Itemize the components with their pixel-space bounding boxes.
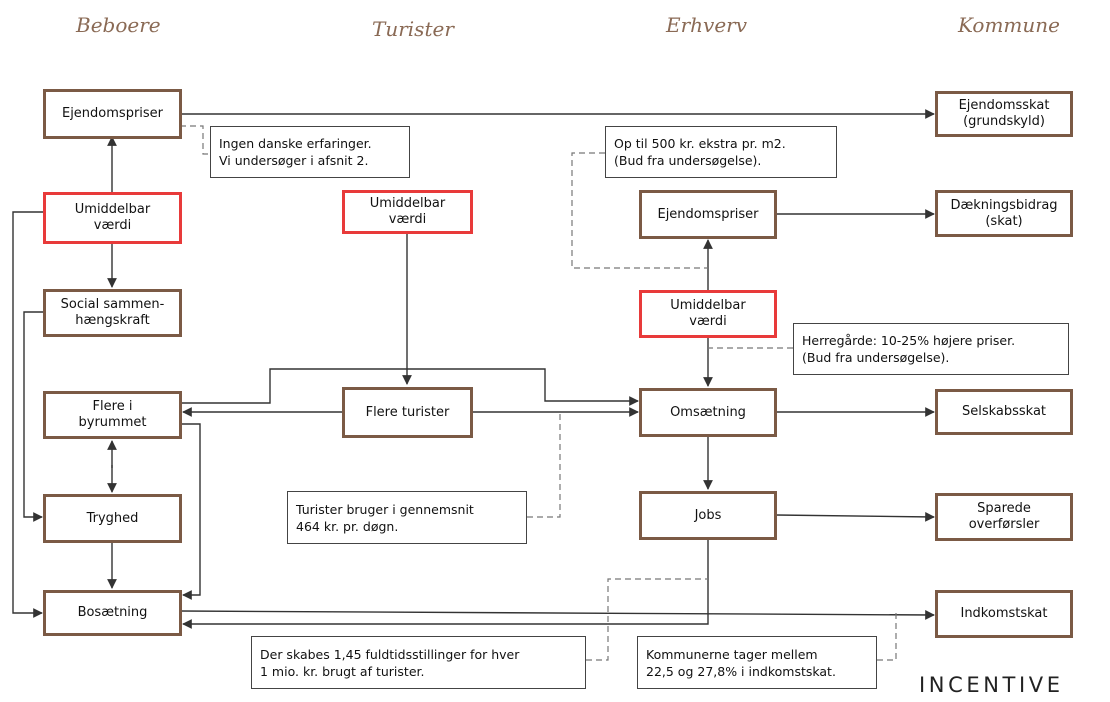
note-ingen-danske-line2: Vi undersøger i afsnit 2. [219,153,369,168]
arrow-byrummet-to-bosaetning [180,423,201,600]
note-kommunerne-line1: Kommunerne tager mellem [646,646,818,662]
box-flere-turister-label: Flere turister [365,404,450,420]
box-bosaetning-label: Bosætning [77,605,148,620]
header-erhverv: Erhverv [666,13,748,37]
leader-ingen-danske [180,125,210,155]
box-ejendomsskat-line1: Ejendomsskat [958,98,1050,113]
note-herregaarde: Herregårde: 10-25% højere priser. (Bud f… [793,323,1069,375]
box-ejendomsskat: Ejendomsskat (grundskyld) [935,91,1073,137]
box-indkomstskat: Indkomstskat [935,590,1073,638]
arrow-jobs-to-bosaetning [182,540,709,629]
box-umiddelbar-erhverv-line1: Umiddelbar [670,298,746,313]
note-herregaarde-line1: Herregårde: 10-25% højere priser. [802,333,1016,348]
note-kommunerne: Kommunerne tager mellem 22,5 og 27,8% i … [637,636,877,689]
header-kommune: Kommune [958,13,1060,37]
arrow-jobs-to-sparede [775,511,935,522]
box-ejendomsskat-line2: (grundskyld) [963,114,1045,129]
incentive-logo: INCENTIVE [919,673,1064,697]
box-sparede-line2: overførsler [968,517,1040,532]
box-flere-turister: Flere turister [342,387,473,438]
box-byrummet-line2: byrummet [78,415,147,430]
box-jobs-label: Jobs [694,507,722,523]
box-tryghed-label: Tryghed [86,510,139,526]
box-sparede-line1: Sparede [977,501,1031,516]
header-beboere: Beboere [76,13,161,37]
box-daekningsbidrag: Dækningsbidrag (skat) [935,190,1073,237]
box-omsaetning: Omsætning [639,388,777,437]
note-ingen-danske-line1: Ingen danske erfaringer. [219,136,372,151]
box-umiddelbar-turister-line1: Umiddelbar [369,196,446,211]
box-bosaetning: Bosætning [43,590,182,636]
leader-op-til-500 [571,152,708,269]
box-social-line1: Social sammen- [60,297,165,312]
box-umiddelbar-erhverv-line2: værdi [689,314,727,329]
note-op-til-500: Op til 500 kr. ekstra pr. m2. (Bud fra u… [605,126,837,178]
box-ejendomspriser-beboere-label: Ejendomspriser [61,106,164,121]
note-op-til-500-line1: Op til 500 kr. ekstra pr. m2. [614,136,786,151]
box-selskabsskat-label: Selskabsskat [961,404,1047,419]
box-omsaetning-label: Omsætning [670,404,746,420]
box-social-line2: hængskraft [75,313,150,328]
box-ejendomspriser-erhverv-label: Ejendomspriser [657,206,759,222]
box-umiddelbar-vaerdi-beboere: Umiddelbar værdi [43,192,182,244]
note-turister-bruger-line2: 464 kr. pr. døgn. [296,518,399,534]
leader-kommunerne [877,613,897,661]
box-tryghed: Tryghed [43,494,182,543]
note-der-skabes-line2: 1 mio. kr. brugt af turister. [260,663,425,679]
box-sparede-overforsler: Sparede overførsler [935,493,1073,541]
leader-turister-bruger [527,412,561,518]
note-turister-bruger-line1: Turister bruger i gennemsnit [296,501,474,517]
arrow-byrummet-to-omsaetning [180,368,639,406]
note-herregaarde-line2: (Bud fra undersøgelse). [802,350,950,365]
arrow-bosaetning-to-indkomstskat [179,610,935,620]
box-selskabsskat: Selskabsskat [935,389,1073,435]
note-der-skabes: Der skabes 1,45 fuldtidsstillinger for h… [251,636,586,689]
note-turister-bruger: Turister bruger i gennemsnit 464 kr. pr.… [287,491,527,544]
box-byrummet-line1: Flere i [92,399,133,414]
box-daekningsbidrag-line2: (skat) [985,213,1023,229]
box-jobs: Jobs [639,491,777,540]
box-social-sammenhaengskraft: Social sammen- hængskraft [43,289,182,337]
box-umiddelbar-turister-line2: værdi [388,212,427,227]
note-kommunerne-line2: 22,5 og 27,8% i indkomstskat. [646,663,836,679]
box-indkomstskat-label: Indkomstskat [960,606,1048,621]
box-umiddelbar-beboere-line2: værdi [93,218,132,233]
arrow-social-to-tryghed [23,311,44,522]
note-ingen-danske-erfaringer: Ingen danske erfaringer. Vi undersøger i… [210,126,410,178]
box-ejendomspriser-erhverv: Ejendomspriser [639,190,777,239]
note-der-skabes-line1: Der skabes 1,45 fuldtidsstillinger for h… [260,646,520,662]
leader-der-skabes [586,578,708,661]
box-daekningsbidrag-line1: Dækningsbidrag [950,197,1058,213]
header-turister: Turister [372,17,454,41]
box-ejendomspriser-beboere: Ejendomspriser [43,89,182,139]
note-op-til-500-line2: (Bud fra undersøgelse). [614,153,762,168]
box-umiddelbar-vaerdi-erhverv: Umiddelbar værdi [639,290,777,338]
box-umiddelbar-vaerdi-turister: Umiddelbar værdi [342,190,473,234]
box-flere-i-byrummet: Flere i byrummet [43,391,182,439]
arrow-umiddelbar-to-bosaetning [12,211,44,618]
box-umiddelbar-beboere-line1: Umiddelbar [74,202,151,217]
